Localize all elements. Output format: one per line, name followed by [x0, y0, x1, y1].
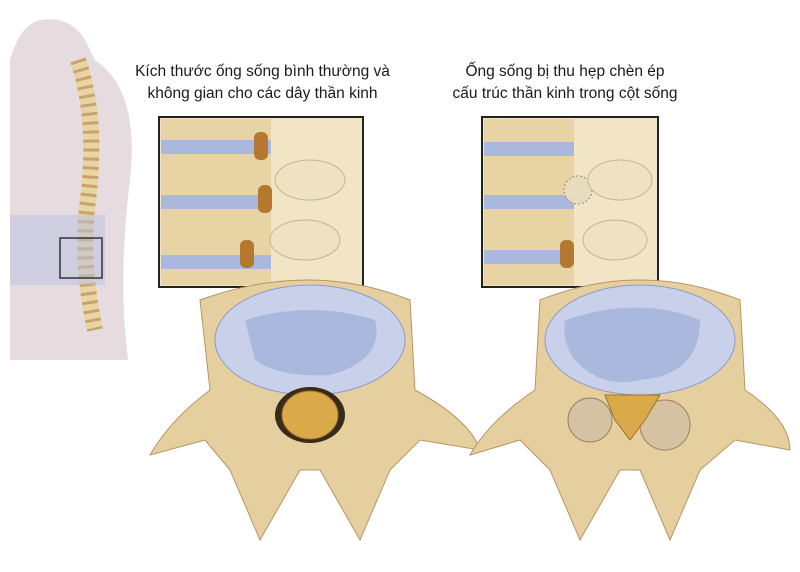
- normal-spine-inset: [158, 116, 364, 288]
- caption-line: Kích thước ống sống bình thường và: [135, 63, 390, 80]
- stenosis-vertebra-cross-section: [468, 279, 791, 542]
- normal-vertebra-cross-section: [148, 279, 481, 542]
- stenosis-caption: Ống sống bị thu hẹp chèn ép cấu trúc thầ…: [420, 61, 710, 105]
- caption-line: không gian cho các dây thần kinh: [147, 85, 378, 102]
- lumbar-highlight: [10, 215, 105, 285]
- stenosis-spine-inset: [481, 116, 659, 288]
- caption-line: Ống sống bị thu hẹp chèn ép: [465, 63, 665, 80]
- lumbar-zoom-box: [59, 237, 103, 279]
- caption-line: cấu trúc thần kinh trong cột sống: [452, 85, 678, 102]
- spine-column: [70, 57, 103, 332]
- normal-spine-caption: Kích thước ống sống bình thường và không…: [110, 61, 415, 105]
